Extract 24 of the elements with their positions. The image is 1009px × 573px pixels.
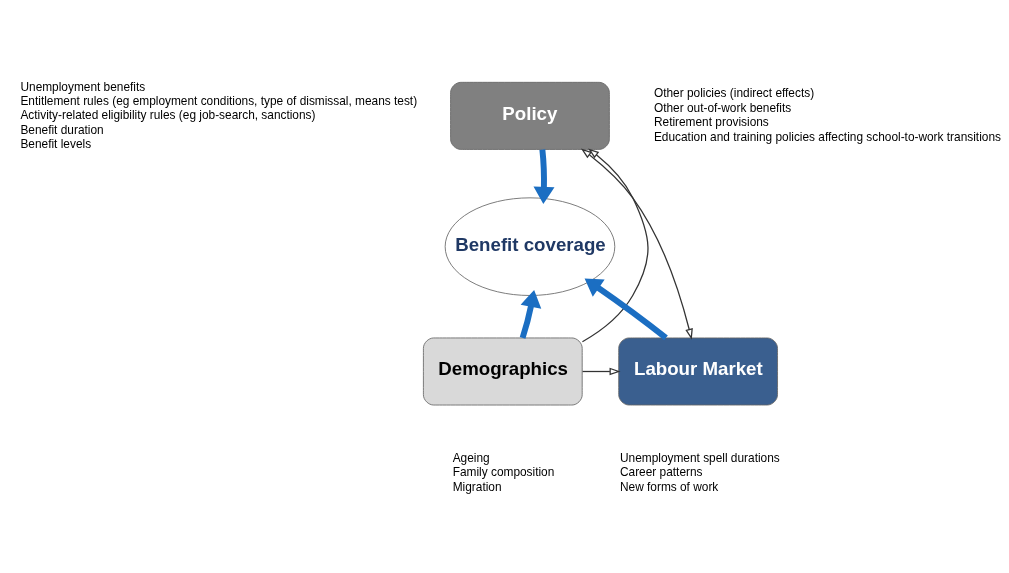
node-label: Unemployment spell durations <box>619 450 780 465</box>
arrow <box>519 289 542 339</box>
node-label: Ageing <box>452 450 490 465</box>
node-box: Demographics <box>422 337 583 405</box>
arrow <box>581 147 649 342</box>
node-box: Labour Market <box>618 337 778 405</box>
node-label: Career patterns <box>619 464 703 479</box>
node-label: New forms of work <box>619 479 719 494</box>
node-label: Benefit levels <box>20 136 92 151</box>
label: Other policies (indirect effects) <box>653 85 815 100</box>
label: Retirement provisions <box>653 114 769 129</box>
node-box: Policy <box>450 81 610 150</box>
node-label: Entitlement rules (eg employment conditions, type of dismissal, means test) <box>20 93 418 108</box>
node-label: Activity-related eligibility rules (eg job-search, sanctions) <box>20 107 316 122</box>
label: Other out-of-work benefits <box>653 100 792 115</box>
arrow <box>584 277 668 340</box>
label: Education and training policies affecting school-to-work transitions <box>653 129 1001 144</box>
node-label: Migration <box>452 479 502 494</box>
arrow <box>581 367 621 375</box>
arrow <box>580 147 693 340</box>
node-label: Unemployment benefits <box>20 79 146 94</box>
node-label: Family composition <box>452 464 555 479</box>
node-label: Benefit duration <box>20 122 104 137</box>
arrow <box>533 148 555 204</box>
